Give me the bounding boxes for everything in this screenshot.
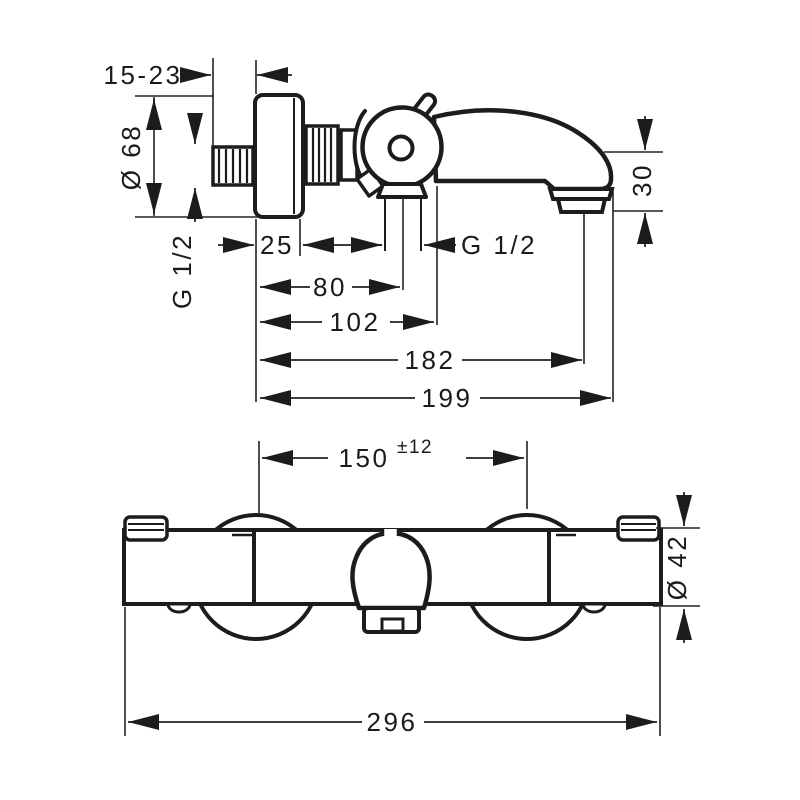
right-grip-tab bbox=[616, 515, 661, 542]
knob-center-dot bbox=[387, 134, 415, 162]
dim-spout-outlet-height: 30 bbox=[604, 116, 663, 247]
left-grip-tab bbox=[123, 515, 169, 542]
dim-wall-to-spout-outlet-label: 182 bbox=[405, 345, 456, 375]
dim-connection-centers-label: 150 bbox=[339, 443, 390, 473]
escutcheon bbox=[253, 93, 305, 219]
front-view: 150 ±12 Ø 42 296 bbox=[122, 437, 700, 737]
dim-spout-outlet-height-label: 30 bbox=[627, 163, 657, 197]
dim-escutcheon-diameter-label: Ø 68 bbox=[116, 124, 146, 190]
dim-wall-to-outlet-label: 80 bbox=[313, 272, 347, 302]
dim-wall-to-handle: 102 bbox=[260, 307, 434, 337]
dim-total-projection-label: 199 bbox=[422, 383, 473, 413]
dim-wall-to-handle-label: 102 bbox=[330, 307, 381, 337]
aerator-body bbox=[555, 197, 608, 214]
dim-escutcheon-diameter: Ø 68 bbox=[116, 95, 258, 218]
dim-connection-tolerance-label: ±12 bbox=[397, 437, 433, 458]
dim-wall-to-spout-outlet: 182 bbox=[260, 345, 582, 375]
dome-top-notch-gap bbox=[383, 529, 398, 536]
side-view: 15-23 Ø 68 G 1/2 30 bbox=[104, 58, 663, 413]
aerator-flange bbox=[547, 187, 615, 201]
dim-escutcheon-depth-label: 25 bbox=[260, 230, 294, 260]
dim-wall-to-outlet: 80 bbox=[260, 272, 400, 302]
dim-outlet-thread-label: G 1/2 bbox=[461, 230, 537, 260]
dim-wall-depth: 15-23 bbox=[104, 58, 292, 146]
dim-inlet-thread-label: G 1/2 bbox=[167, 233, 197, 309]
spout-tip-notch bbox=[380, 617, 405, 633]
nipple-thread-lines bbox=[217, 149, 249, 183]
dim-total-projection: 199 bbox=[260, 383, 611, 413]
dim-outlet-thread: G 1/2 bbox=[424, 230, 537, 260]
dim-wall-depth-label: 15-23 bbox=[104, 60, 183, 90]
dim-body-diameter: Ø 42 bbox=[653, 492, 700, 643]
dim-overall-width: 296 bbox=[124, 607, 661, 737]
spout bbox=[431, 108, 614, 192]
outlet-flange bbox=[376, 182, 428, 199]
right-union-cap bbox=[581, 602, 607, 614]
dim-escutcheon-depth: 25 bbox=[218, 230, 382, 260]
dim-connection-centers: 150 ±12 bbox=[258, 437, 528, 513]
dim-inlet-thread: G 1/2 bbox=[167, 113, 203, 309]
nut-facet-lines bbox=[311, 128, 333, 182]
dim-body-diameter-label: Ø 42 bbox=[662, 534, 692, 600]
spout-front-dome bbox=[350, 530, 432, 611]
left-union-cap bbox=[166, 602, 192, 614]
union-nut bbox=[304, 124, 340, 186]
dim-overall-width-label: 296 bbox=[367, 707, 418, 737]
